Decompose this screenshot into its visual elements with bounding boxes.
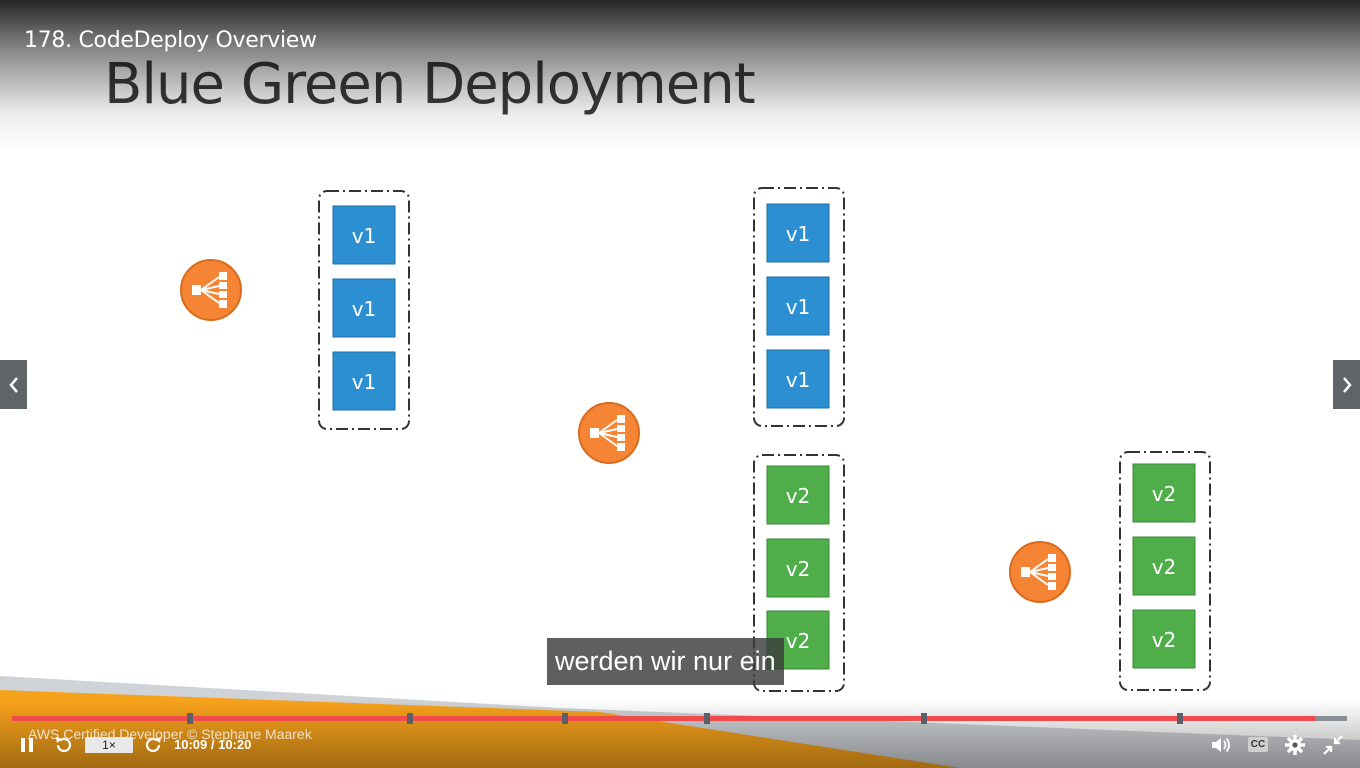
playback-speed-button[interactable]: 1× — [85, 737, 133, 753]
instance-label: v2 — [1152, 555, 1177, 579]
chapter-marker[interactable] — [921, 713, 927, 724]
previous-lecture-button[interactable] — [0, 360, 27, 409]
instance-label: v2 — [1152, 628, 1177, 652]
instance-box: v1 — [332, 351, 396, 411]
instance-label: v1 — [352, 224, 377, 248]
instance-box: v2 — [1132, 536, 1196, 596]
progress-fill — [12, 716, 1315, 721]
instance-box: v2 — [766, 538, 830, 598]
exit-fullscreen-icon — [1323, 735, 1343, 755]
instance-label: v1 — [352, 297, 377, 321]
controls-shade — [0, 700, 1360, 768]
chapter-marker[interactable] — [407, 713, 413, 724]
volume-icon — [1212, 737, 1230, 753]
forward-icon — [145, 737, 161, 753]
forward-button[interactable] — [142, 734, 164, 761]
chapter-marker[interactable] — [187, 713, 193, 724]
progress-bar[interactable] — [12, 713, 1347, 724]
instance-label: v2 — [786, 484, 811, 508]
instance-label: v1 — [352, 370, 377, 394]
exit-fullscreen-button[interactable] — [1322, 734, 1344, 761]
instance-label: v2 — [786, 629, 811, 653]
rewind-icon — [56, 737, 72, 753]
instance-group-v1-right: v1 v1 v1 — [753, 187, 845, 427]
instance-label: v1 — [786, 295, 811, 319]
load-balancer-icon — [180, 259, 242, 321]
volume-button[interactable] — [1210, 735, 1232, 760]
chevron-left-icon — [8, 376, 18, 393]
instance-group-v2-middle: v2 v2 v2 — [753, 454, 845, 692]
chevron-right-icon — [1342, 376, 1352, 393]
chapter-marker[interactable] — [562, 713, 568, 724]
load-balancer-icon — [578, 402, 640, 464]
next-lecture-button[interactable] — [1333, 360, 1360, 409]
instance-box: v1 — [766, 203, 830, 263]
video-title: 178. CodeDeploy Overview — [24, 28, 317, 53]
instance-box: v1 — [332, 205, 396, 265]
chapter-marker[interactable] — [1177, 713, 1183, 724]
instance-box: v1 — [332, 278, 396, 338]
instance-label: v2 — [1152, 482, 1177, 506]
load-balancer-icon — [1009, 541, 1071, 603]
rewind-button[interactable] — [53, 734, 75, 761]
pause-button[interactable] — [19, 736, 35, 759]
slide-footer-band — [0, 676, 1360, 768]
pause-icon — [21, 738, 33, 752]
instance-group-v2-right: v2 v2 v2 — [1119, 451, 1211, 691]
instance-box: v2 — [1132, 609, 1196, 669]
instance-box: v1 — [766, 276, 830, 336]
chapter-marker[interactable] — [704, 713, 710, 724]
settings-button[interactable] — [1284, 734, 1306, 761]
instance-label: v2 — [786, 557, 811, 581]
subtitle-caption: werden wir nur ein — [547, 638, 784, 685]
time-display: 10:09 / 10:20 — [174, 737, 252, 752]
gear-icon — [1285, 735, 1305, 755]
instance-box: v1 — [766, 349, 830, 409]
instance-box: v2 — [1132, 463, 1196, 523]
instance-group-v1-left: v1 v1 v1 — [318, 190, 410, 430]
instance-label: v1 — [786, 368, 811, 392]
instance-label: v1 — [786, 222, 811, 246]
instance-box: v2 — [766, 465, 830, 525]
closed-captions-button[interactable]: CC — [1248, 737, 1268, 752]
